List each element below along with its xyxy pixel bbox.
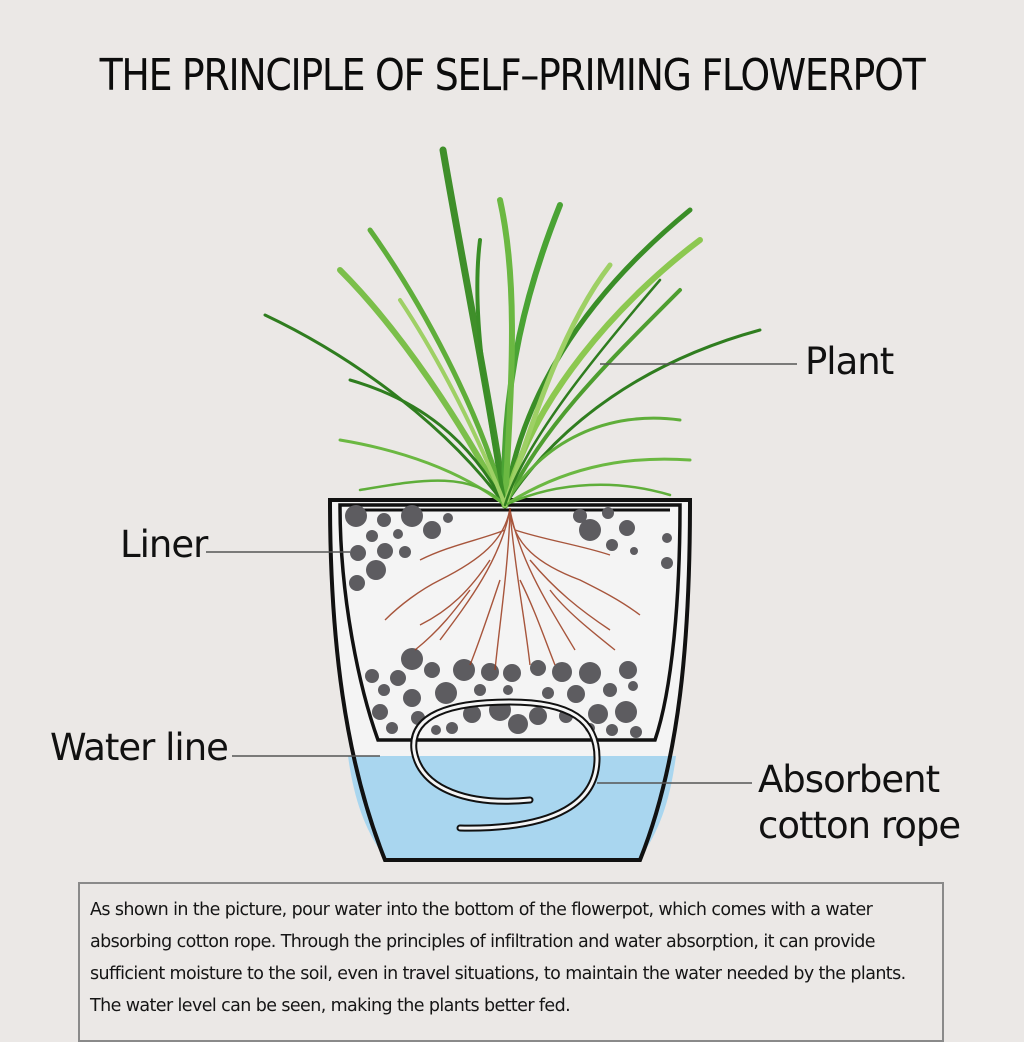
label-water-line: Water line (50, 726, 229, 769)
cotton-rope (410, 698, 601, 832)
roots (384, 507, 641, 671)
plant (263, 146, 762, 509)
water (348, 756, 676, 858)
description-text: As shown in the picture, pour water into… (90, 900, 906, 1016)
label-liner: Liner (120, 523, 208, 566)
flowerpot-diagram (206, 146, 797, 862)
description-box: As shown in the picture, pour water into… (78, 882, 944, 1042)
pebbles (345, 505, 673, 738)
label-cotton-rope: cotton rope (758, 804, 961, 847)
page-title: THE PRINCIPLE OF SELF–PRIMING FLOWERPOT (99, 50, 926, 101)
liner (338, 503, 682, 742)
label-absorbent: Absorbent (758, 758, 940, 801)
leader-lines (206, 363, 797, 784)
label-plant: Plant (805, 340, 894, 383)
